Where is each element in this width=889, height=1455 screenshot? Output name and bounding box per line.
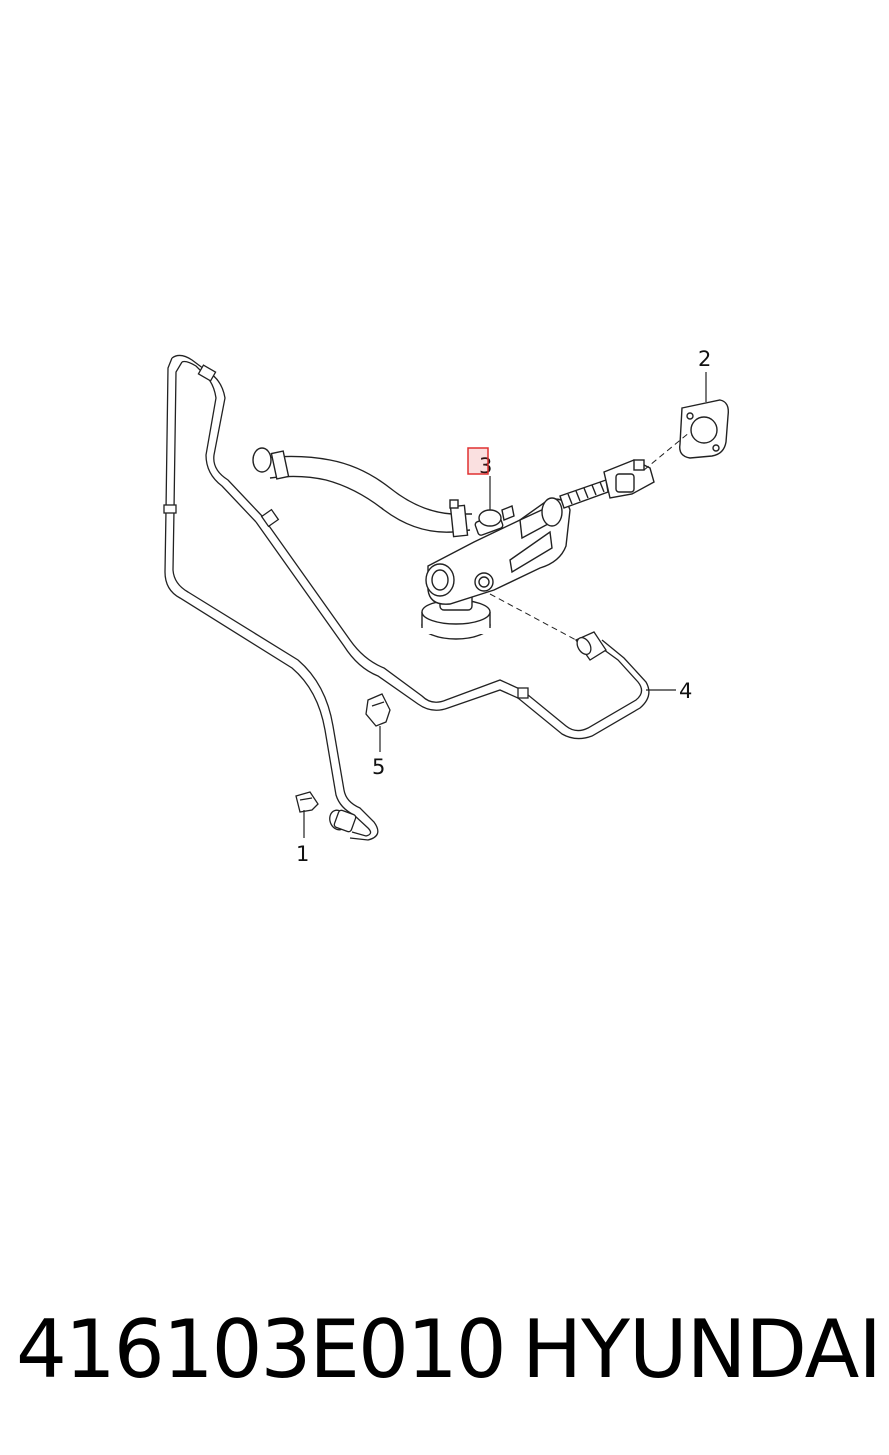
footer: 416103E010 HYUNDAI [0,1295,889,1405]
callout-5: 5 [372,755,385,779]
part-number: 416103E010 [16,1303,507,1396]
leader-lines [303,372,707,838]
reservoir-hose [252,447,472,538]
master-cylinder [421,459,655,640]
clutch-tube [255,508,650,740]
gasket [679,399,730,459]
brand-name: HYUNDAI [522,1303,882,1396]
clip-part-1 [295,791,357,833]
guide-lines [489,431,691,641]
callout-4: 4 [679,679,692,703]
callout-3: 3 [479,454,492,478]
parts-diagram: 2 3 4 5 1 [163,347,730,866]
highlight-box [467,447,489,475]
hydraulic-tube-left [163,354,379,841]
clip-part-5 [365,693,391,727]
callout-1: 1 [296,842,309,866]
callout-2: 2 [698,347,711,371]
